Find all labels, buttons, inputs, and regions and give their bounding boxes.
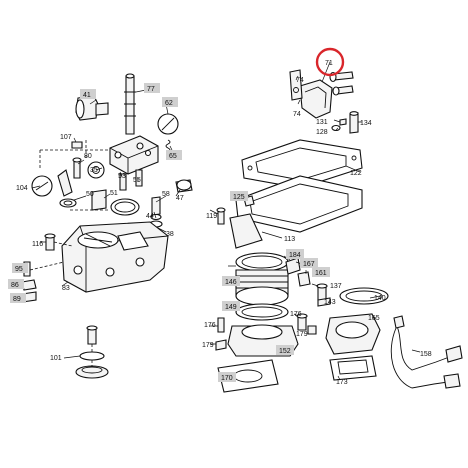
label-55[interactable]: 55 (133, 177, 141, 184)
label-50[interactable]: 50 (86, 191, 94, 198)
throttle-body (217, 287, 463, 393)
label-51[interactable]: 51 (110, 190, 118, 197)
label-131[interactable]: 131 (316, 119, 328, 126)
label-107[interactable]: 107 (60, 134, 72, 141)
highlight-circle (315, 47, 345, 77)
label-86[interactable]: 86 (11, 282, 19, 289)
label-101[interactable]: 101 (50, 355, 62, 362)
label-125[interactable]: 125 (233, 194, 245, 201)
label-149[interactable]: 149 (225, 304, 237, 311)
cap-kit (75, 325, 109, 379)
label-65[interactable]: 65 (169, 153, 177, 160)
label-179[interactable]: 179 (202, 342, 214, 349)
label-83[interactable]: 83 (62, 285, 70, 292)
label-161[interactable]: 161 (315, 270, 327, 277)
label-122[interactable]: 122 (350, 170, 362, 177)
label-47[interactable]: 47 (176, 195, 184, 202)
label-146[interactable]: 146 (225, 279, 237, 286)
label-74[interactable]: 74 (293, 111, 301, 118)
seal-kit (59, 179, 193, 228)
label-152[interactable]: 152 (279, 348, 291, 355)
label-44[interactable]: 44 (146, 213, 154, 220)
label-62[interactable]: 62 (165, 100, 173, 107)
label-104[interactable]: 104 (16, 185, 28, 192)
label-137[interactable]: 137 (330, 283, 342, 290)
label-116[interactable]: 116 (32, 241, 43, 248)
label-74[interactable]: 74 (296, 77, 304, 84)
label-140[interactable]: 140 (374, 295, 386, 302)
label-128[interactable]: 128 (316, 129, 328, 136)
label-89[interactable]: 89 (13, 296, 21, 303)
label-176[interactable]: 176 (204, 322, 216, 329)
label-134[interactable]: 134 (360, 120, 372, 127)
intake-gaskets (216, 139, 363, 249)
part-labels: 71 74 74 131 128 134 41 77 62 65 107 80 … (11, 60, 432, 386)
label-80[interactable]: 80 (84, 153, 92, 160)
label-179[interactable]: 179 (296, 331, 308, 338)
label-41[interactable]: 41 (83, 92, 91, 99)
label-38[interactable]: 38 (166, 231, 174, 238)
label-170[interactable]: 170 (221, 375, 233, 382)
label-77[interactable]: 77 (147, 86, 155, 93)
label-95[interactable]: 95 (15, 266, 23, 273)
label-35[interactable]: 35 (90, 167, 98, 174)
label-167[interactable]: 167 (303, 261, 315, 268)
label-71[interactable]: 71 (325, 60, 333, 67)
label-113[interactable]: 113 (284, 236, 295, 243)
label-143[interactable]: 143 (324, 299, 336, 306)
label-58[interactable]: 58 (162, 191, 170, 198)
label-173[interactable]: 173 (336, 379, 348, 386)
label-158[interactable]: 158 (420, 351, 432, 358)
label-boxes (8, 83, 330, 382)
label-184[interactable]: 184 (289, 252, 301, 259)
label-119[interactable]: 119 (206, 213, 217, 220)
label-155[interactable]: 155 (368, 315, 380, 322)
housing (21, 221, 169, 303)
label-53[interactable]: 53 (118, 173, 126, 180)
label-176[interactable]: 176 (290, 311, 302, 318)
